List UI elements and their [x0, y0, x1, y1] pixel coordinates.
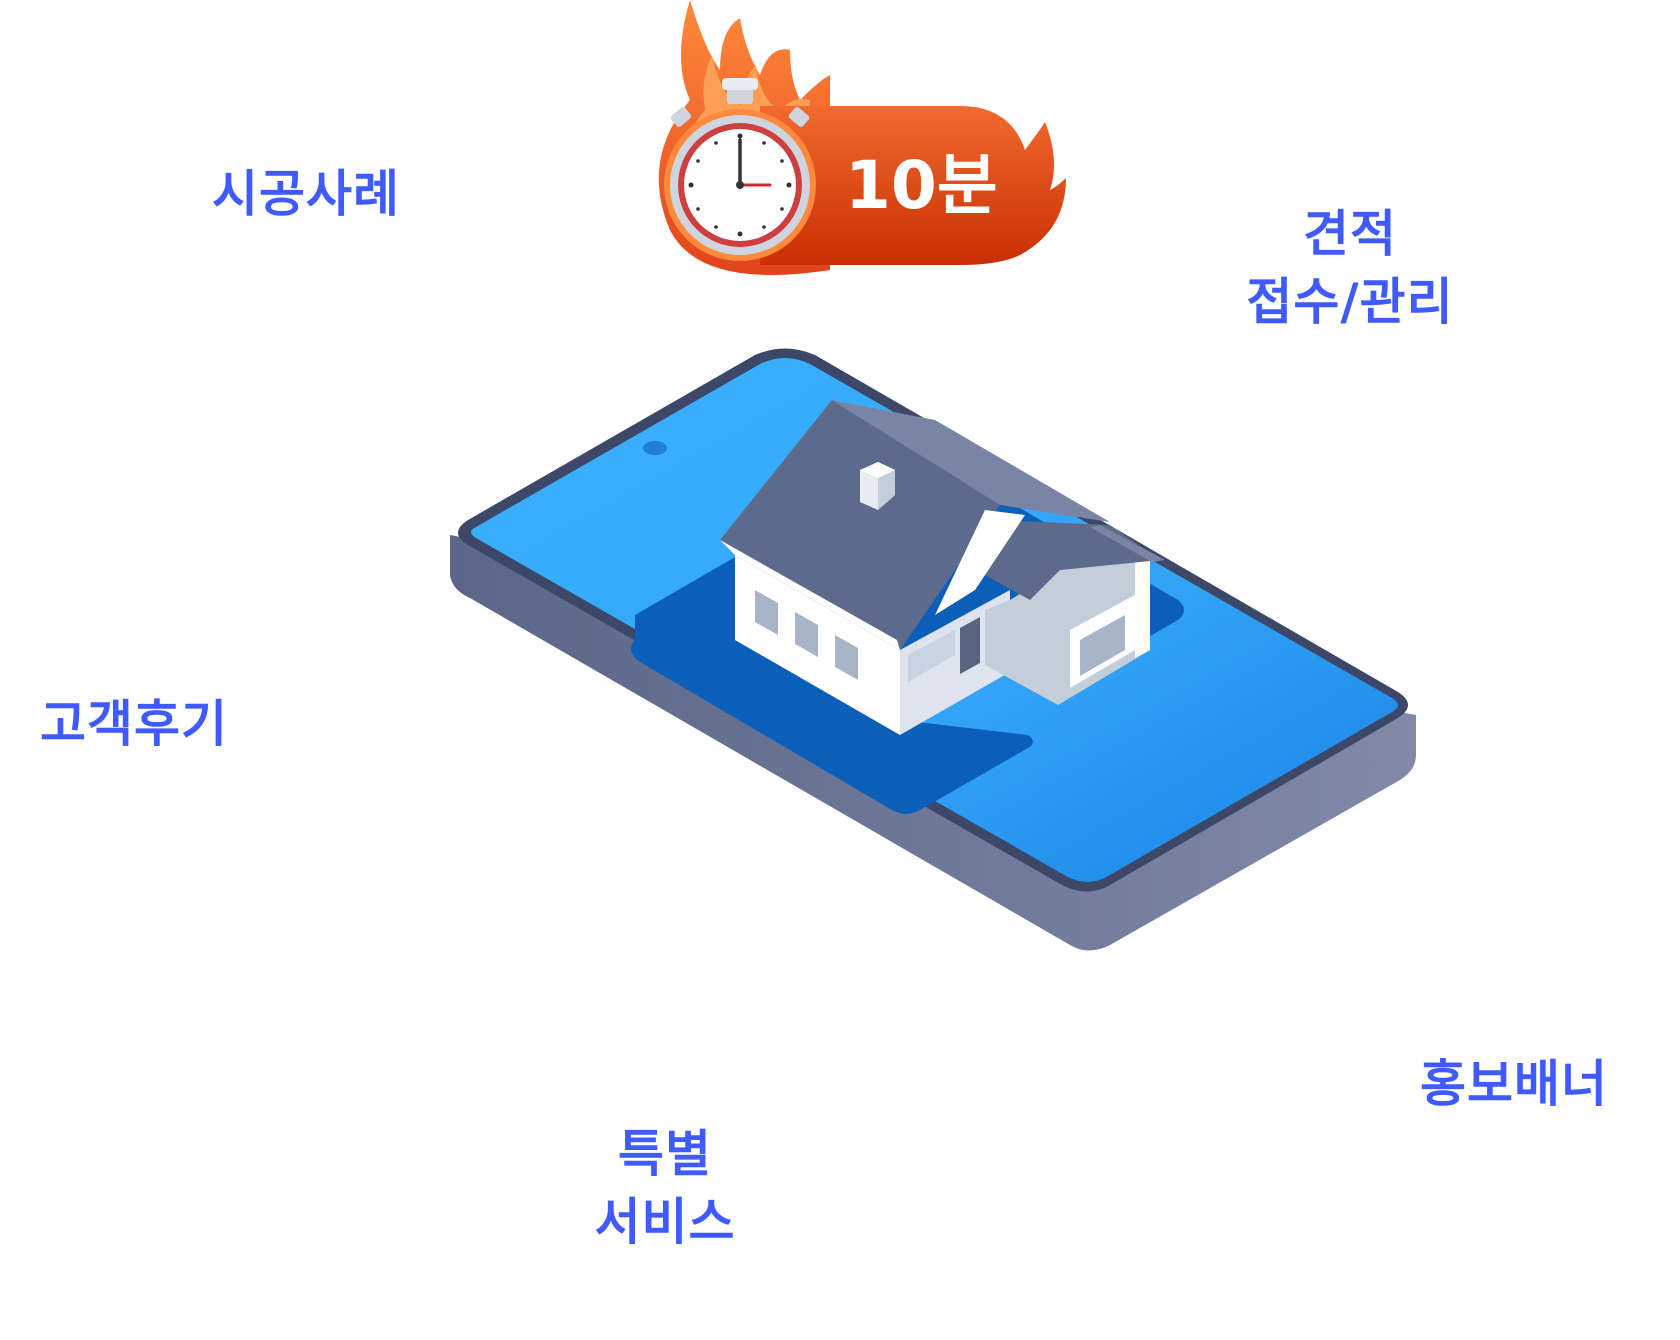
feature-promo-banner[interactable]: 홍보배너: [1420, 1050, 1608, 1118]
feature-label-line: 시공사례: [212, 165, 400, 223]
feature-label-line: 서비스: [594, 1193, 736, 1251]
stopwatch-icon: [664, 78, 816, 261]
feature-label-line: 접수/관리: [1246, 273, 1454, 331]
feature-label-line: 견적: [1303, 205, 1397, 263]
feature-customer-reviews[interactable]: 고객후기: [40, 690, 228, 758]
feature-case-studies[interactable]: 시공사례: [212, 160, 400, 228]
feature-label-line: 특별: [618, 1125, 712, 1183]
feature-label-line: 홍보배너: [1420, 1055, 1608, 1113]
badge-text: 10분: [845, 147, 998, 224]
house-icon: [720, 400, 1165, 735]
feature-special-service[interactable]: 특별 서비스: [550, 1120, 780, 1256]
time-badge: 10분: [658, 0, 1066, 275]
feature-quote-management[interactable]: 견적 접수/관리: [1200, 200, 1500, 336]
feature-label-line: 고객후기: [40, 695, 228, 753]
